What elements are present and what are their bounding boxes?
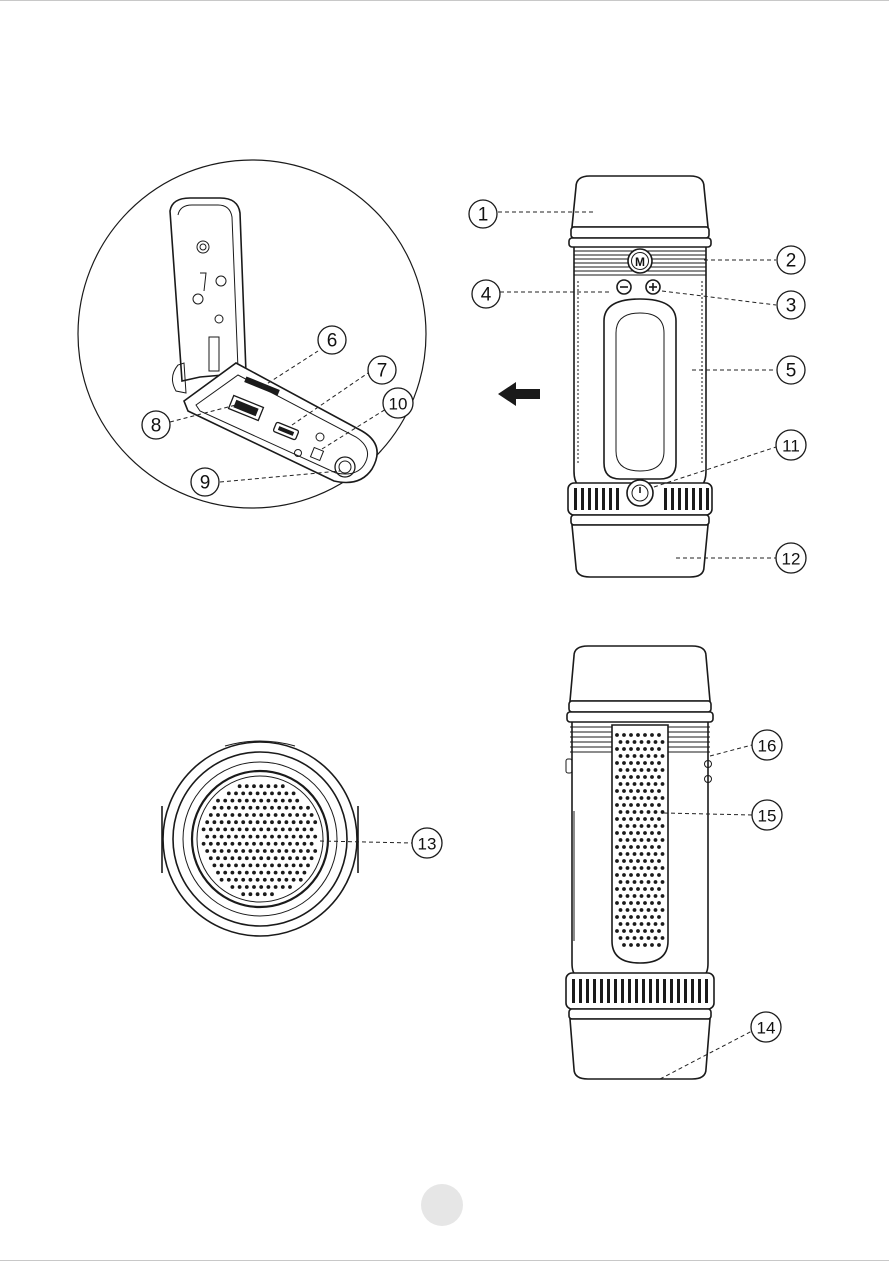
speaker-back-view bbox=[566, 646, 714, 1079]
callout-11-label: 11 bbox=[782, 437, 800, 456]
callout-4: 4 bbox=[472, 280, 500, 308]
callout-5: 5 bbox=[777, 356, 805, 384]
callout-15-label: 15 bbox=[758, 807, 777, 826]
grille-perforations bbox=[202, 784, 317, 896]
callout-9-label: 9 bbox=[200, 473, 211, 494]
callout-1: 1 bbox=[469, 200, 497, 228]
callout-1-label: 1 bbox=[478, 205, 489, 226]
callout-6: 6 bbox=[318, 326, 346, 354]
callout-5-label: 5 bbox=[786, 361, 797, 382]
callout-7: 7 bbox=[368, 356, 396, 384]
callout-10-label: 10 bbox=[389, 395, 408, 414]
page-number-indicator bbox=[421, 1184, 463, 1226]
callout-8-label: 8 bbox=[151, 416, 162, 437]
callout-2-label: 2 bbox=[786, 251, 797, 272]
callout-10: 10 bbox=[383, 388, 413, 418]
callout-2: 2 bbox=[777, 246, 805, 274]
left-arrow-icon bbox=[498, 382, 540, 406]
callout-14: 14 bbox=[751, 1012, 781, 1042]
mode-letter: M bbox=[635, 255, 645, 269]
speaker-end-view bbox=[162, 741, 358, 936]
callout-13: 13 bbox=[412, 828, 442, 858]
callout-11: 11 bbox=[776, 430, 806, 460]
callout-9: 9 bbox=[191, 468, 219, 496]
callout-7-label: 7 bbox=[377, 361, 388, 382]
callout-12-label: 12 bbox=[782, 550, 801, 569]
callout-6-label: 6 bbox=[327, 331, 338, 352]
callout-15: 15 bbox=[752, 800, 782, 830]
detail-magnifier bbox=[78, 160, 426, 508]
callout-16-label: 16 bbox=[758, 737, 777, 756]
callout-4-label: 4 bbox=[481, 285, 492, 306]
callout-13-label: 13 bbox=[418, 835, 437, 854]
callout-16: 16 bbox=[752, 730, 782, 760]
callout-8: 8 bbox=[142, 411, 170, 439]
callout-3: 3 bbox=[777, 291, 805, 319]
callout-14-label: 14 bbox=[757, 1019, 776, 1038]
speaker-front-view: M bbox=[568, 176, 712, 577]
callout-3-label: 3 bbox=[786, 296, 797, 317]
callout-12: 12 bbox=[776, 543, 806, 573]
